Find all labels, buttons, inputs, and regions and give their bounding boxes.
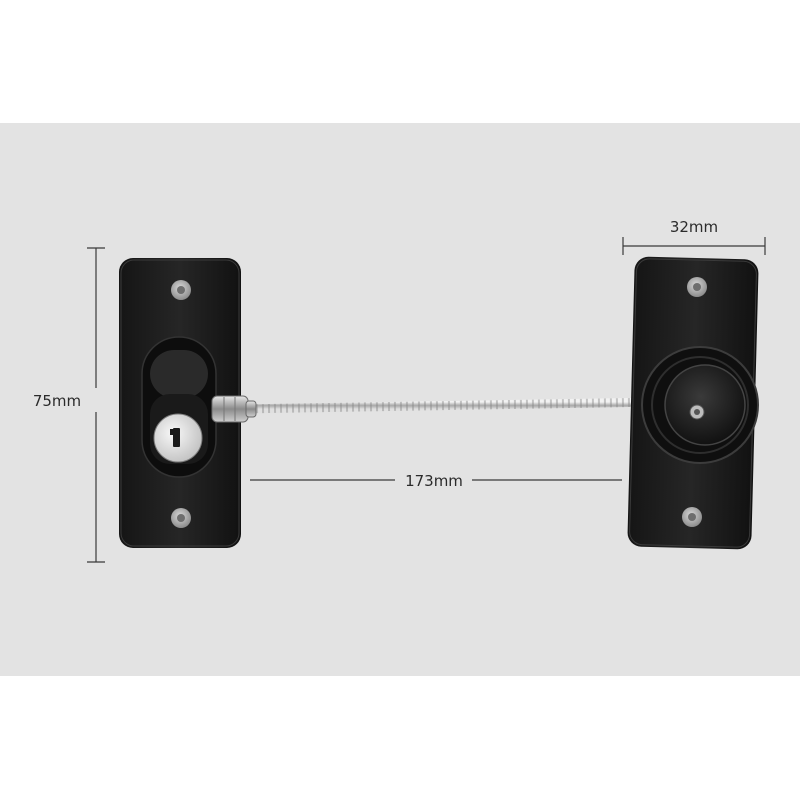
width-dimension [622,237,766,255]
height-dimension-label: 75mm [33,392,81,410]
cable-ferrule [211,395,249,423]
steel-cable [211,395,667,423]
receiver-knob [664,364,746,446]
left-lock-plate [119,258,241,548]
right-anchor-plate [627,256,759,550]
width-dimension-label: 32mm [670,218,718,236]
cable-length-label: 173mm [405,472,463,490]
